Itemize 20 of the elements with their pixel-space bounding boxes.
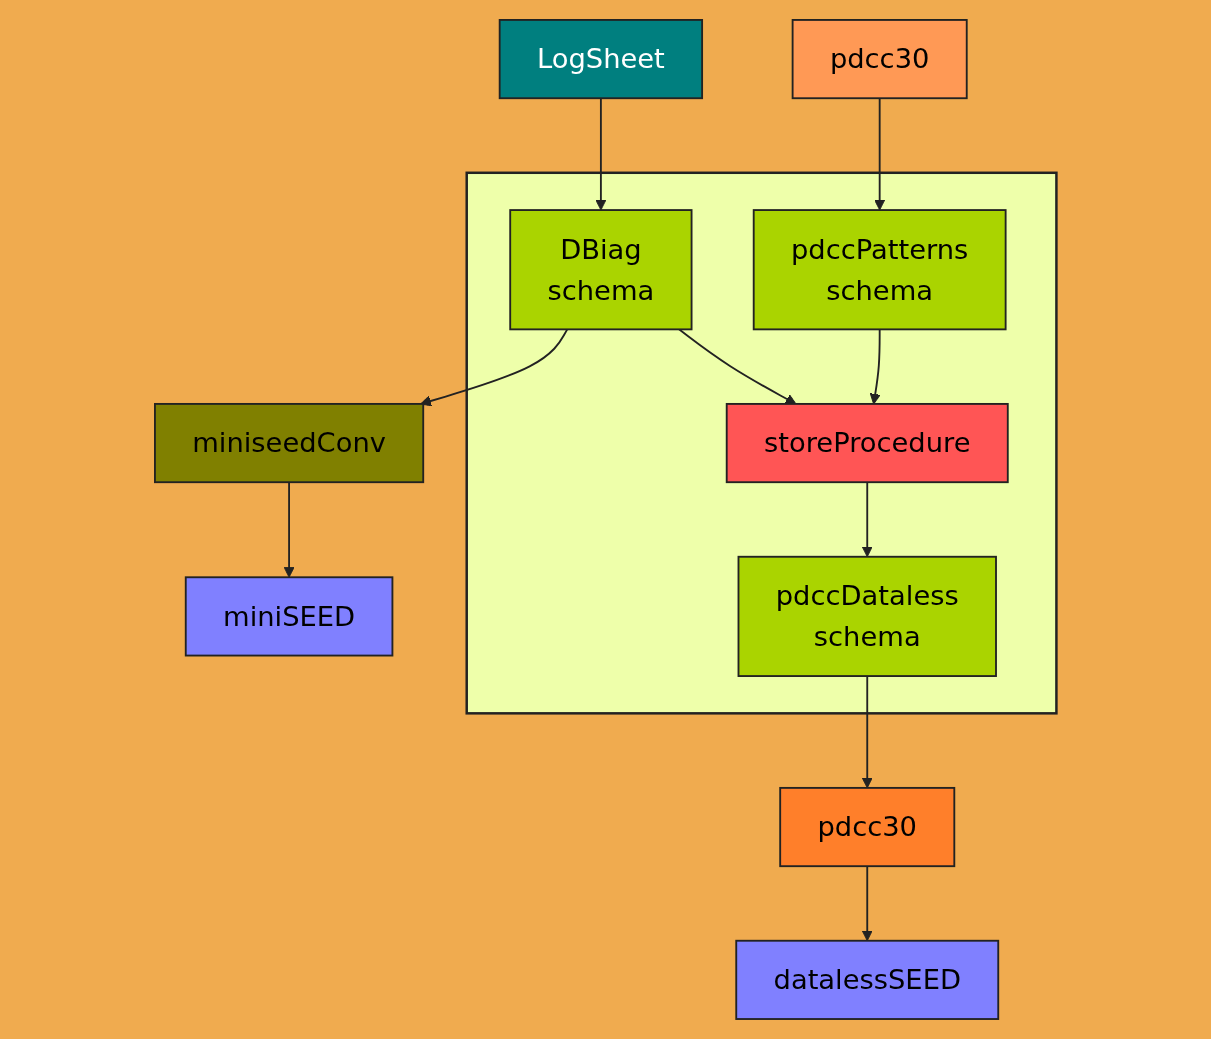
node-box: datalessSEED	[735, 939, 999, 1020]
arrow	[861, 865, 873, 942]
node-box: miniseedConv	[153, 403, 424, 484]
arrow	[420, 328, 568, 407]
node-box: storeProcedure	[725, 403, 1009, 484]
node-box: pdcc30	[791, 19, 968, 100]
node-box: DBiag schema	[509, 209, 693, 331]
arrow	[595, 97, 607, 211]
arrow	[677, 328, 797, 405]
node-box: LogSheet	[498, 19, 703, 100]
node-box: pdccPatterns schema	[752, 209, 1007, 331]
node-box: miniSEED	[184, 576, 394, 657]
cluster	[465, 171, 1058, 715]
arrow	[874, 97, 885, 211]
arrow	[283, 481, 295, 578]
node-box: pdcc30	[779, 787, 956, 868]
arrow	[861, 481, 873, 558]
node-box: pdccDataless schema	[737, 555, 997, 677]
arrow	[861, 675, 873, 789]
arrow	[869, 328, 881, 405]
